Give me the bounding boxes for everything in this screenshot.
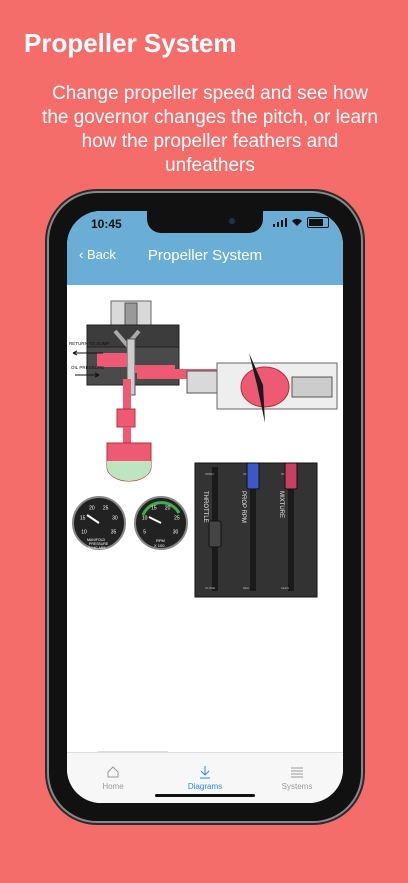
prop-piston (240, 366, 290, 408)
oil-pump (116, 408, 136, 428)
return-arrow-icon (72, 350, 103, 356)
lever-knob[interactable] (284, 462, 298, 490)
oil-pressure-label: OIL PRESSURE (71, 365, 104, 370)
signal-icon (273, 218, 287, 227)
manifold-needle (86, 514, 100, 524)
house-icon (107, 766, 119, 778)
wifi-icon (292, 218, 302, 226)
manifold-tick-label: 15 (80, 516, 86, 522)
rpm-tick-label: 5 (143, 530, 146, 536)
lever-top-label: OPEN (205, 472, 214, 476)
manifold-tick-label: 35 (111, 530, 117, 536)
rpm-scale-label: X 100 (154, 543, 165, 548)
propeller-blade (249, 353, 265, 423)
lever-knob[interactable] (246, 462, 260, 490)
manifold-tick-label: 20 (89, 505, 95, 511)
manifold-label-2: PRESSURE (89, 542, 109, 546)
battery-icon (307, 217, 329, 228)
rpm-tick-label: 25 (174, 516, 180, 522)
lever-name-label: THROTTLE (202, 491, 208, 523)
manifold-tick-label: 10 (81, 530, 87, 536)
oil-chamber (97, 353, 127, 367)
rpm-tick-label: 15 (151, 505, 157, 511)
lever-name-label: PROP RPM (240, 491, 246, 523)
propeller-diagram: RETURN TO SUMP OIL PRESSURE OPEN CLOSE THR… (69, 300, 338, 598)
prop-spring (291, 376, 333, 398)
rpm-tick-label: 20 (165, 505, 171, 511)
list-panel-icon (291, 767, 303, 778)
lever-knob[interactable] (208, 520, 222, 548)
nav-title: Propeller System (147, 247, 263, 264)
rpm-needle (148, 516, 162, 524)
camera-notch (147, 211, 263, 233)
lever-bottom-label: DEC (243, 586, 250, 590)
prop-hub (186, 370, 218, 394)
phone-frame: 10:45 ‹ Back Propeller System (49, 193, 361, 821)
manifold-tick-label: 25 (103, 505, 109, 511)
rpm-label: RPM (156, 538, 165, 543)
home-indicator (155, 794, 255, 797)
lever-slot (288, 467, 294, 591)
manifold-label-3: IN HG ABS (88, 546, 106, 550)
lever-bottom-label: LEAN (281, 586, 289, 590)
tab-diagrams[interactable]: Diagrams (159, 753, 251, 803)
lever-bottom-label: CLOSE (205, 586, 215, 590)
rpm-tick-label: 10 (142, 516, 148, 522)
app-screen: 10:45 ‹ Back Propeller System (67, 211, 343, 803)
oil-pickup (123, 427, 131, 443)
page-subtitle: Change propeller speed and see how the g… (42, 83, 378, 176)
rpm-tick-label: 30 (173, 530, 179, 536)
oil-sump-fluid (107, 461, 151, 481)
status-time: 10:45 (91, 217, 122, 231)
oil-line-down (123, 379, 131, 415)
download-arrow-icon (200, 766, 210, 779)
lever-top-label: INC (243, 472, 249, 476)
manifold-label: MANIFOLD (87, 538, 106, 542)
lever-slot (250, 467, 256, 591)
tab-home-label: Home (102, 782, 124, 791)
navigation-bar: ‹ Back Propeller System (67, 237, 343, 285)
oil-pressure-arrow-icon (75, 372, 100, 378)
camera-icon (229, 218, 235, 224)
lever-name-label: MIXTURE (278, 491, 284, 518)
back-button[interactable]: ‹ Back (79, 247, 116, 262)
tab-systems[interactable]: Systems (251, 753, 343, 803)
tab-systems-label: Systems (281, 782, 313, 791)
manifold-tick-label: 30 (112, 516, 118, 522)
tab-diagrams-label: Diagrams (187, 782, 223, 791)
return-to-sump-label: RETURN TO SUMP (69, 341, 109, 346)
page-headline: Propeller System (24, 28, 237, 58)
tab-home[interactable]: Home (67, 753, 159, 803)
rpm-green-arc (141, 501, 181, 516)
